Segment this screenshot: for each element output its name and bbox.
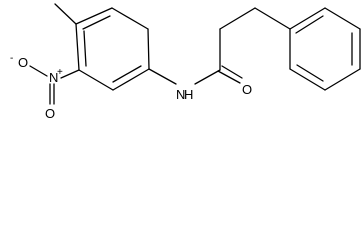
carbonyl-double-bond-1: [217, 70, 241, 84]
chain-bond-2: [219, 7, 256, 30]
nitro-oxygen-charge: -: [10, 53, 13, 64]
carbonyl-double-bond-2: [221, 65, 243, 79]
nitro-charge: +: [57, 67, 63, 78]
chain-bond-3: [254, 7, 291, 30]
nitro-bond: [60, 69, 80, 79]
nitro-nitrogen: N: [49, 70, 58, 85]
carbonyl-oxygen: O: [242, 82, 252, 97]
amide-hydrogen: H: [184, 87, 193, 102]
tolyl-ring: [75, 7, 150, 91]
n-carbonyl-bond: [194, 69, 221, 85]
structure-drawing: N + O O - N H O: [10, 3, 361, 121]
phenyl-ring: [289, 7, 361, 91]
nitro-oxygen-double: O: [45, 106, 55, 121]
amide-nitrogen: N: [176, 87, 185, 102]
nitro-oxygen-single: O: [18, 55, 28, 70]
methyl-bond: [54, 3, 77, 25]
aryl-n-bond: [148, 68, 177, 85]
nitro-single-bond: [29, 65, 48, 77]
